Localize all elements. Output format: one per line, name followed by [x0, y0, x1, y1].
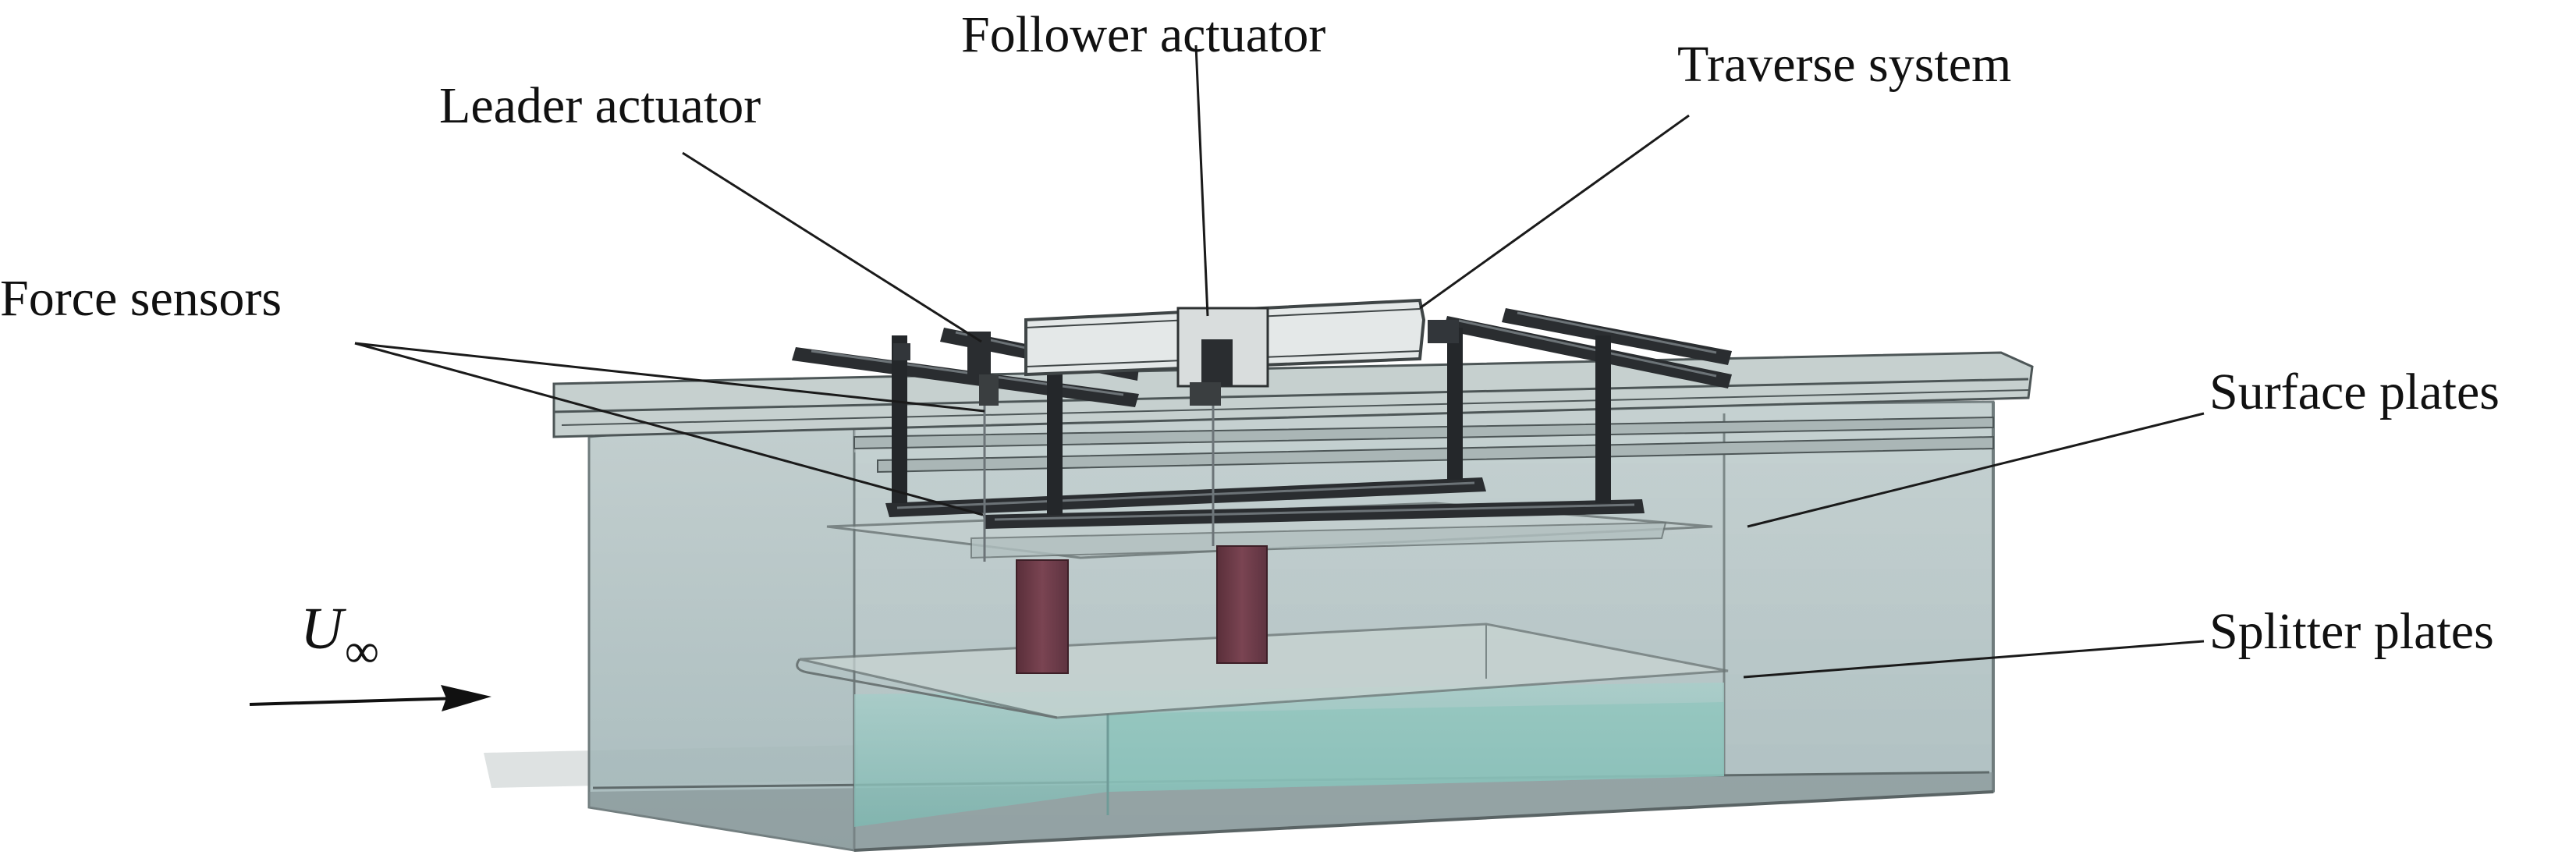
flow-velocity-label: U∞	[300, 599, 379, 676]
leader-lines	[354, 44, 2205, 679]
leader-line-traverse	[1419, 114, 1690, 310]
water-volume	[854, 683, 1724, 827]
label-traverse-system: Traverse system	[1677, 36, 2012, 93]
label-force-sensors: Force sensors	[0, 270, 282, 327]
leader-actuator-unit	[967, 332, 999, 562]
label-surface-plates: Surface plates	[2209, 364, 2500, 420]
side-brackets	[893, 320, 1459, 360]
flow-velocity-subscript: ∞	[344, 625, 380, 678]
hydrofoils	[1016, 545, 1268, 674]
flow-arrow	[249, 685, 491, 711]
follower-actuator-unit	[1176, 307, 1269, 546]
flow-velocity-symbol: U	[300, 596, 343, 662]
label-splitter-plates: Splitter plates	[2209, 603, 2494, 660]
leader-line-leader	[682, 151, 982, 343]
leader-line-splitter	[1743, 640, 2205, 679]
leader-line-force-a	[354, 342, 985, 413]
label-follower-actuator: Follower actuator	[961, 6, 1326, 63]
leader-line-force-b	[354, 342, 984, 516]
struts	[892, 328, 1611, 515]
leader-line-follower	[1194, 44, 1209, 317]
label-leader-actuator: Leader actuator	[439, 77, 761, 134]
leader-line-surface	[1747, 412, 2205, 528]
